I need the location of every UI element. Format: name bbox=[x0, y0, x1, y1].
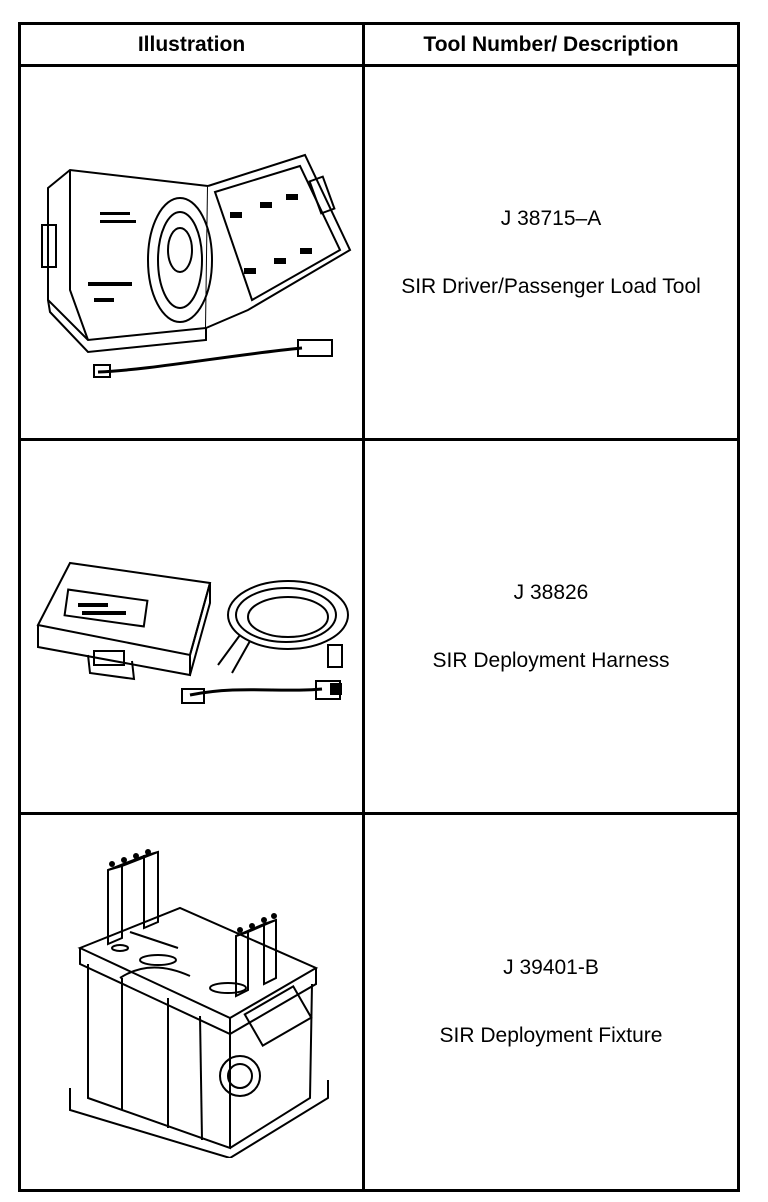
tool-number: J 38715–A bbox=[500, 206, 602, 230]
tool-number: J 38826 bbox=[513, 580, 589, 604]
column-divider bbox=[362, 22, 365, 1192]
tool-description-cell: J 38715–A SIR Driver/Passenger Load Tool bbox=[365, 67, 737, 438]
tool-description-cell: J 39401-B SIR Deployment Fixture bbox=[365, 815, 737, 1189]
row-divider bbox=[18, 438, 740, 441]
tool-description: SIR Deployment Fixture bbox=[439, 1024, 663, 1047]
tool-description: SIR Deployment Harness bbox=[432, 648, 670, 672]
load-tool-case-icon bbox=[30, 150, 360, 380]
deployment-fixture-icon bbox=[60, 848, 340, 1158]
tool-number: J 39401-B bbox=[503, 956, 599, 979]
header-divider bbox=[18, 64, 740, 67]
deployment-harness-icon bbox=[30, 555, 360, 725]
tool-table bbox=[18, 22, 740, 1192]
tool-description: SIR Driver/Passenger Load Tool bbox=[401, 274, 701, 298]
header-tool-number-description: Tool Number/ Description bbox=[423, 33, 679, 56]
row-divider bbox=[18, 812, 740, 815]
tool-description-cell: J 38826 SIR Deployment Harness bbox=[365, 441, 737, 812]
header-illustration: Illustration bbox=[137, 33, 246, 56]
